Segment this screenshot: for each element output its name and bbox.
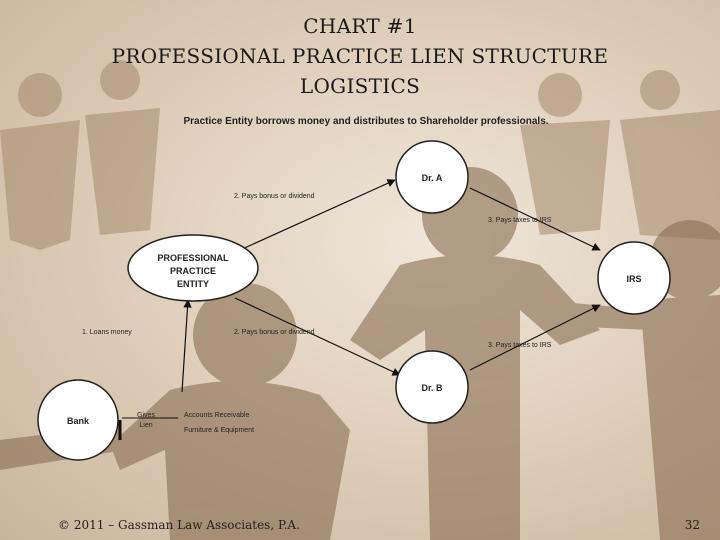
label-gives-1: Gives (137, 412, 155, 419)
edge-entity-to-dr-b (234, 297, 401, 376)
label-pays-bonus-a: 2. Pays bonus or dividend (234, 193, 315, 200)
edge-entity-to-dr-a (239, 179, 396, 251)
dr-b-label: Dr. B (421, 383, 443, 393)
node-dr-a (395, 140, 469, 214)
label-pays-bonus-b: 2. Pays bonus or dividend (234, 329, 315, 336)
label-taxes-a: 3. Pays taxes to IRS (488, 217, 552, 224)
node-bank (37, 379, 119, 461)
label-gives-2: Lien (139, 422, 152, 429)
node-practice-entity (127, 234, 259, 302)
entity-label-3: ENTITY (177, 279, 209, 289)
irs-label: IRS (626, 274, 641, 284)
dr-a-label: Dr. A (422, 173, 443, 183)
label-taxes-b: 3. Pays taxes to IRS (488, 342, 552, 349)
entity-label-1: PROFESSIONAL (157, 253, 229, 263)
footer-copyright: © 2011 – Gassman Law Associates, P.A. (58, 518, 300, 532)
edge-dr-a-to-irs (469, 187, 601, 251)
node-dr-b (395, 350, 469, 424)
footer-page-number: 32 (684, 518, 700, 532)
node-irs (597, 241, 671, 315)
entity-label-2: PRACTICE (170, 266, 216, 276)
bank-label: Bank (67, 416, 90, 426)
edge-dr-b-to-irs (469, 304, 601, 371)
edge-bank-to-entity (181, 299, 192, 393)
title-line-1: CHART #1 (303, 14, 417, 38)
title-line-3: LOGISTICS (299, 74, 421, 98)
diagram-heading: Practice Entity borrows money and distri… (183, 116, 548, 127)
label-loans-money: 1. Loans money (82, 329, 132, 336)
title-line-2: PROFESSIONAL PRACTICE LIEN STRUCTURE (111, 44, 609, 68)
label-collateral-1: Accounts Receivable (184, 412, 249, 419)
label-collateral-2: Furniture & Equipment (184, 427, 254, 434)
